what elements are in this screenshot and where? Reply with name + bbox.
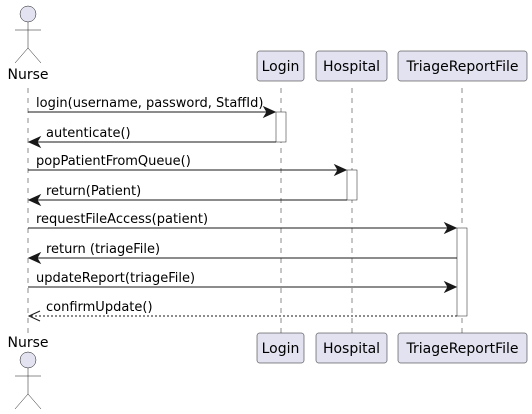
participant-triage-bottom: TriageReportFile (397, 332, 528, 364)
message-label: updateReport(triageFile) (36, 271, 195, 286)
participant-login-top: Login (256, 50, 305, 82)
participant-label-triage: TriageReportFile (405, 341, 518, 357)
arrowhead (333, 163, 348, 177)
arrowhead (27, 135, 42, 149)
actor-label-nurse: Nurse (7, 67, 48, 83)
arrowhead (262, 105, 277, 119)
message-7: updateReport(triageFile) (28, 271, 458, 294)
participant-hospital-bottom: Hospital (315, 332, 388, 364)
message-label: return (triageFile) (46, 242, 160, 257)
participant-label-hospital: Hospital (323, 341, 380, 357)
actor-head (19, 5, 37, 23)
arrowhead (27, 251, 42, 265)
participant-triage-top: TriageReportFile (397, 50, 528, 82)
message-5: requestFileAccess(patient) (28, 212, 458, 235)
message-label: autenticate() (46, 126, 131, 141)
message-1: login(username, password, StaffId) (28, 96, 277, 119)
arrowhead (443, 221, 458, 235)
message-8: confirmUpdate() (27, 300, 457, 322)
message-3: popPatientFromQueue() (28, 154, 348, 177)
actor-nurse-top: Nurse (7, 5, 49, 83)
message-label: requestFileAccess(patient) (36, 212, 208, 227)
actor-label-nurse: Nurse (7, 335, 48, 351)
actor-nurse-bottom: Nurse (7, 335, 49, 410)
arrowhead (443, 280, 458, 294)
message-2: autenticate() (27, 126, 276, 149)
message-label: popPatientFromQueue() (36, 154, 191, 169)
participant-label-login: Login (262, 341, 300, 357)
activation-login (275, 111, 287, 143)
activation-triage (456, 227, 468, 317)
participant-label-hospital: Hospital (323, 59, 380, 75)
participant-label-triage: TriageReportFile (405, 59, 518, 75)
message-4: return(Patient) (27, 184, 347, 207)
arrowhead (27, 310, 41, 322)
actor-head (19, 351, 37, 369)
message-label: login(username, password, StaffId) (36, 96, 263, 111)
message-6: return (triageFile) (27, 242, 457, 265)
message-label: return(Patient) (46, 184, 141, 199)
participant-hospital-top: Hospital (315, 50, 388, 82)
participant-login-bottom: Login (256, 332, 305, 364)
message-label: confirmUpdate() (46, 300, 153, 315)
participant-label-login: Login (262, 59, 300, 75)
arrowhead (27, 193, 42, 207)
activation-hospital (346, 169, 358, 201)
